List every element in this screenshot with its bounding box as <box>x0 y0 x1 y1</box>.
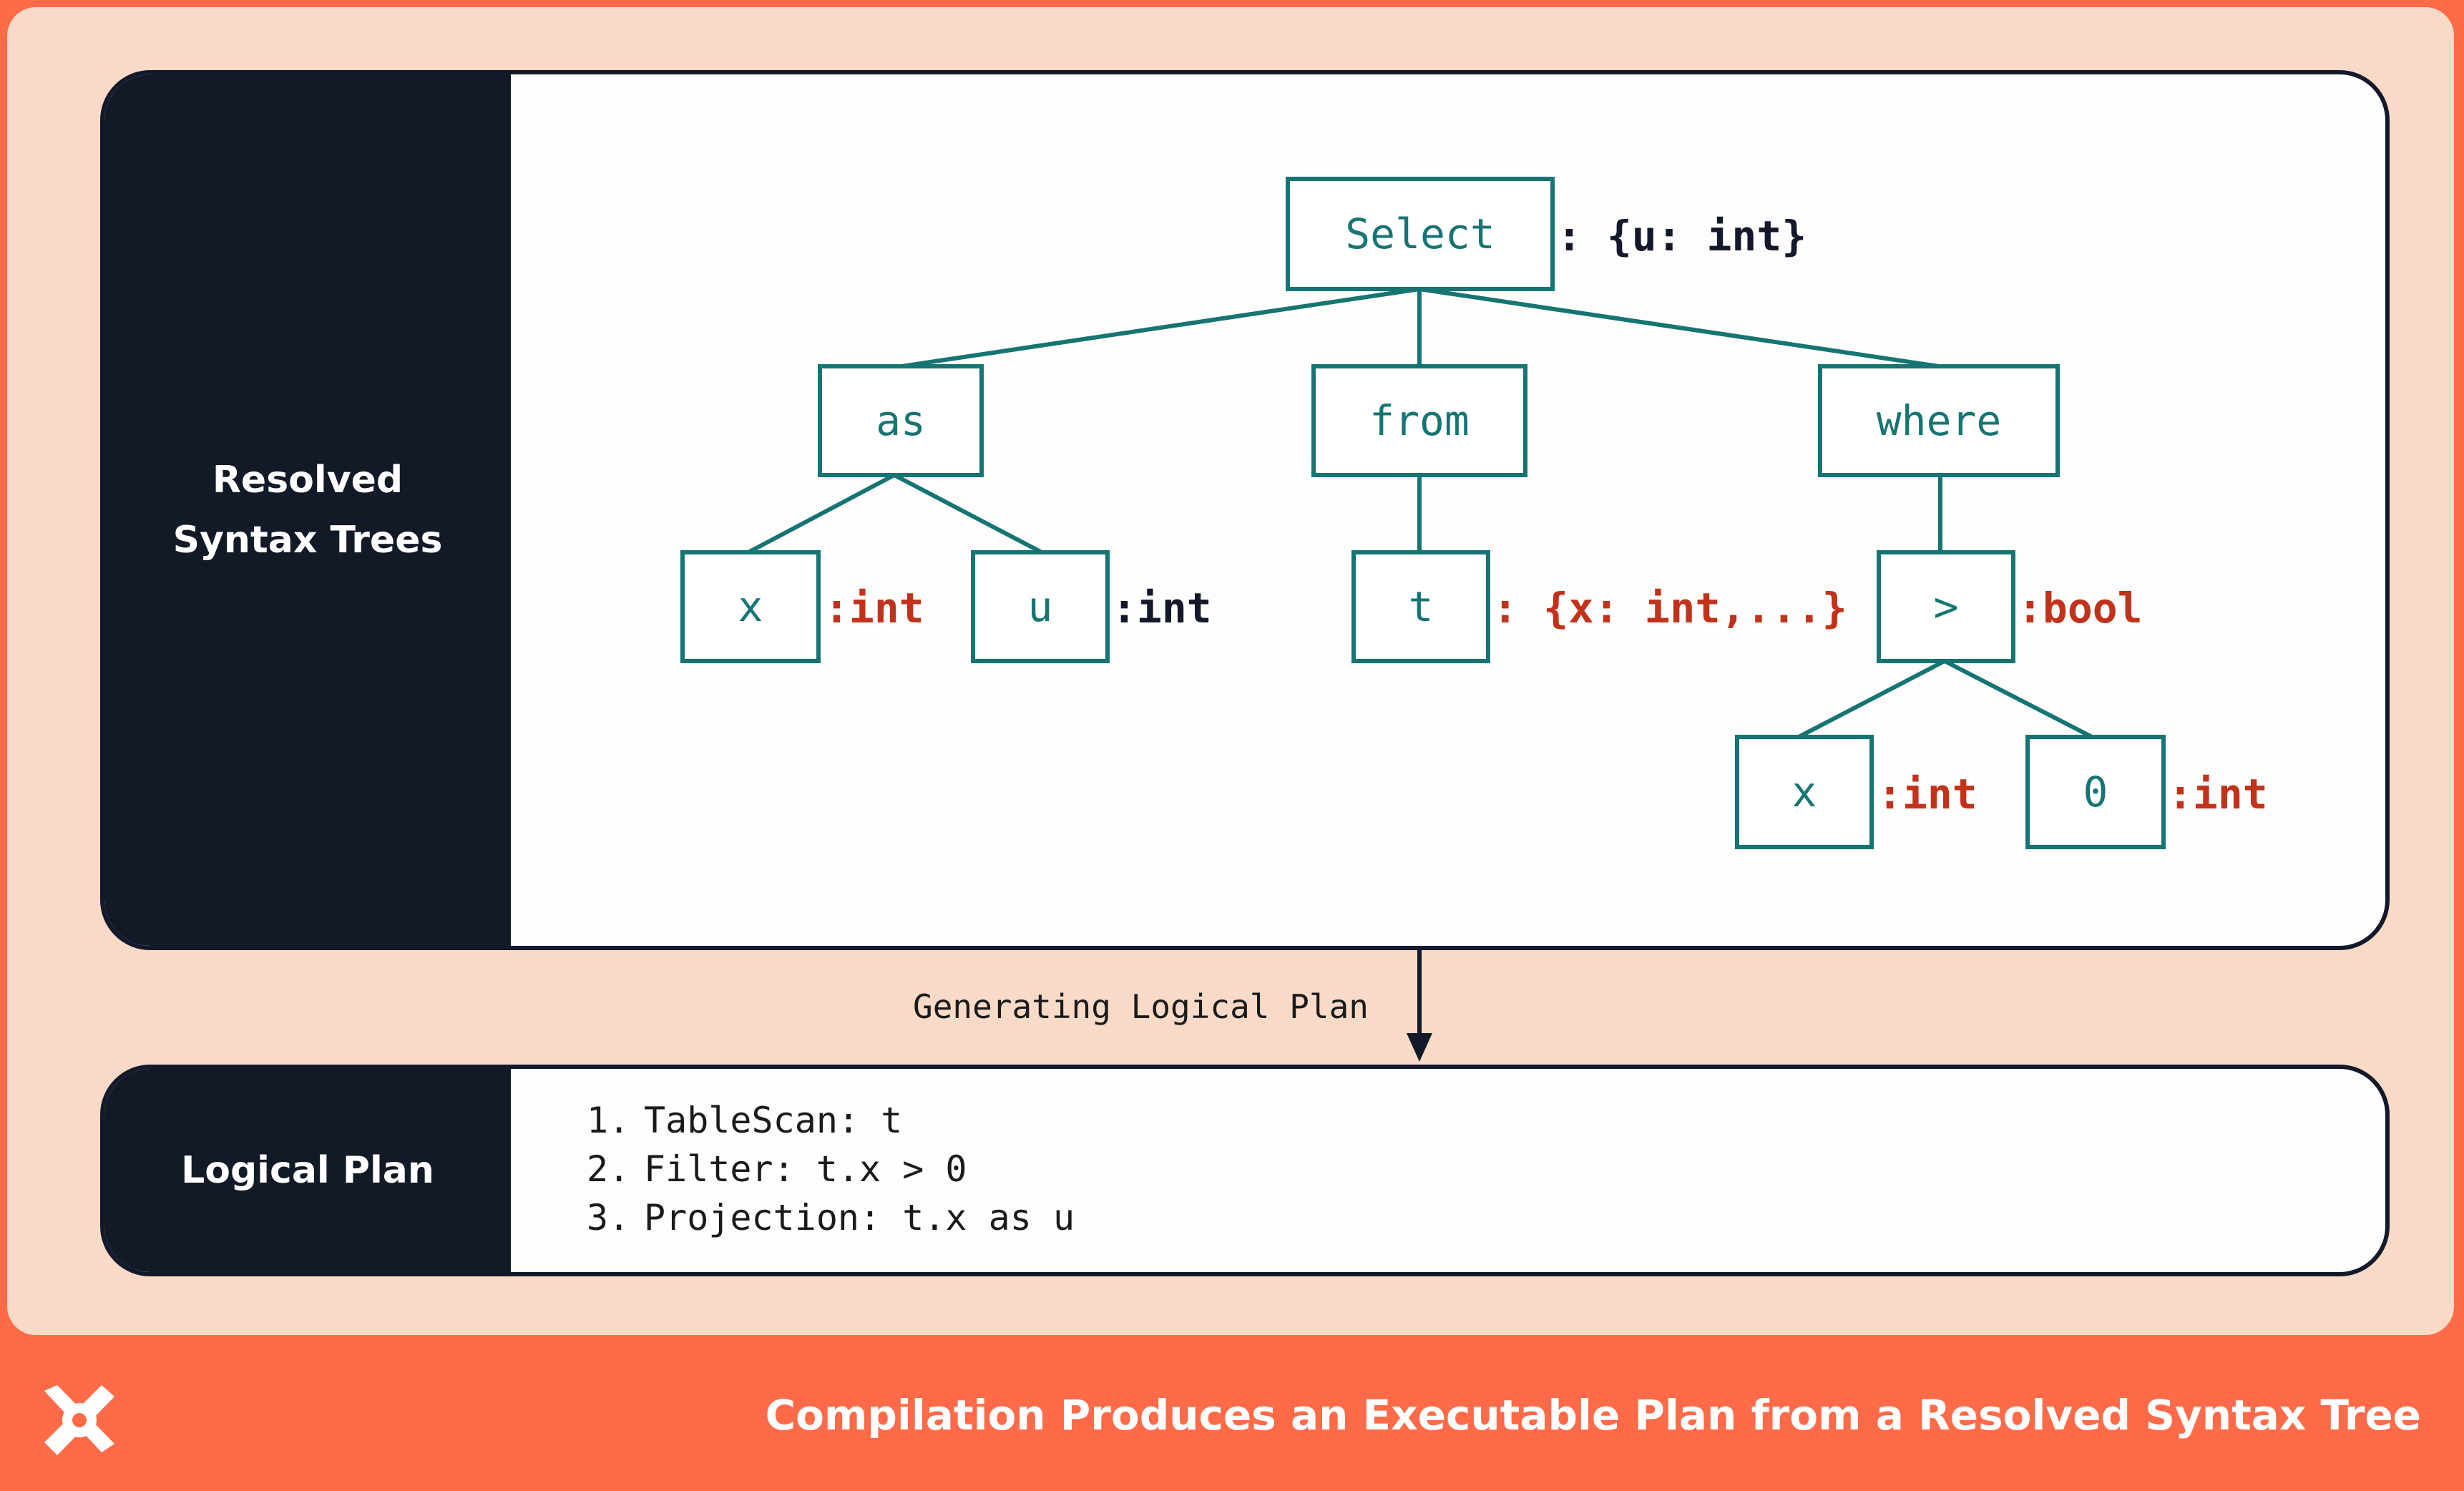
node-t: t <box>1409 582 1434 631</box>
node-u-box <box>971 550 1110 663</box>
node-greater-than: > <box>1934 582 1959 631</box>
type-t: : {x: int,...} <box>1492 584 1847 632</box>
brand-logo-icon <box>44 1385 114 1455</box>
type-where-x: :int <box>1877 770 1977 818</box>
edge-as-x <box>747 473 896 554</box>
syntax-tree-panel: Resolved Syntax Trees <box>100 70 2390 950</box>
plan-step-text: TableScan: t <box>644 1100 903 1141</box>
edge-select-where <box>1419 287 1940 368</box>
logical-plan-sidebar: Logical Plan <box>104 1069 511 1272</box>
logical-plan-panel: Logical Plan 1. TableScan: t 2. Filter: … <box>100 1065 2390 1276</box>
plan-step: 1. TableScan: t <box>587 1096 1075 1145</box>
arrow-head <box>1407 1033 1432 1062</box>
tree-type-annotations: : {u: int} :int :int : {x: int,...} :boo… <box>824 212 2268 818</box>
node-select-box <box>1286 177 1555 291</box>
syntax-tree-sidebar: Resolved Syntax Trees <box>104 74 511 946</box>
node-as-box <box>818 364 984 477</box>
plan-step: 3. Projection: t.x as u <box>587 1193 1075 1242</box>
type-greater-than: :bool <box>2018 584 2143 632</box>
node-t-box <box>1351 550 1490 663</box>
type-select: : {u: int} <box>1557 212 1807 260</box>
node-where: where <box>1877 396 2002 445</box>
tree-edges <box>747 287 2093 739</box>
plan-step-number: 3. <box>587 1197 630 1238</box>
edge-as-u <box>893 473 1043 554</box>
type-zero: :int <box>2168 770 2268 818</box>
node-zero: 0 <box>2083 768 2108 816</box>
footer-title: Compilation Produces an Executable Plan … <box>765 1391 2421 1439</box>
plan-step: 2. Filter: t.x > 0 <box>587 1145 1075 1193</box>
node-zero-box <box>2025 735 2166 849</box>
node-x-box <box>680 550 821 663</box>
node-from: from <box>1369 396 1470 445</box>
node-from-box <box>1311 364 1527 477</box>
plan-step-text: Filter: t.x > 0 <box>644 1148 967 1190</box>
node-as: as <box>876 396 926 445</box>
tree-node-boxes <box>680 177 2166 849</box>
tree-node-labels: Select as from where x u t > x 0 <box>738 210 2108 816</box>
type-x: :int <box>824 584 924 632</box>
plan-steps: 1. TableScan: t 2. Filter: t.x > 0 3. Pr… <box>587 1096 1075 1242</box>
node-gt-box <box>1877 550 2015 663</box>
edge-select-as <box>901 287 1420 368</box>
plan-step-number: 1. <box>587 1100 630 1141</box>
node-u: u <box>1028 582 1053 631</box>
edge-gt-x <box>1797 659 1946 739</box>
node-where-box <box>1818 364 2060 477</box>
syntax-tree-heading: Resolved Syntax Trees <box>172 459 443 562</box>
node-x: x <box>738 582 763 631</box>
plan-step-number: 2. <box>587 1148 630 1190</box>
arrow-label: Generating Logical Plan <box>913 987 1369 1026</box>
type-u: :int <box>1112 584 1212 632</box>
generation-arrow <box>1407 950 1432 1062</box>
logical-plan-heading: Logical Plan <box>181 1149 434 1192</box>
plan-step-text: Projection: t.x as u <box>644 1197 1075 1238</box>
node-select: Select <box>1345 210 1495 258</box>
edge-gt-zero <box>1943 659 2093 739</box>
node-where-x-box <box>1735 735 1874 849</box>
node-where-x: x <box>1792 768 1817 816</box>
